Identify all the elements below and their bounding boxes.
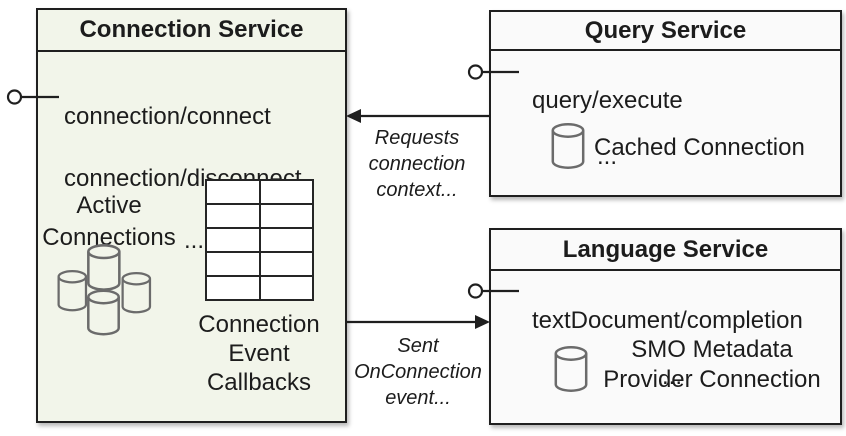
connection-service-title: Connection Service	[38, 10, 345, 52]
connection-service-box: Connection Service connection/connect co…	[36, 8, 347, 423]
language-service-box: Language Service textDocument/completion…	[489, 228, 842, 425]
callback-table-cell	[260, 181, 312, 203]
callback-table-cell	[260, 229, 312, 251]
query-service-title: Query Service	[491, 12, 840, 51]
cached-connection-label: Cached Connection	[594, 134, 805, 161]
query-service-interface-lollipop	[467, 64, 519, 80]
smo-metadata-cylinder-icon	[554, 346, 588, 392]
requests-connection-context-arrow	[346, 109, 491, 123]
language-service-interface-lollipop	[467, 283, 519, 299]
callback-table-cell	[207, 277, 259, 299]
callback-table-cell	[260, 205, 312, 227]
query-methods-ellipsis: ...	[596, 143, 617, 170]
active-connections-cylinders-icon	[57, 244, 152, 336]
callback-table-cell	[260, 253, 312, 275]
methods-ellipsis: ...	[183, 227, 204, 254]
language-methods-ellipsis: ...	[661, 363, 682, 390]
query-service-box: Query Service query/execute ... Cached C…	[489, 10, 842, 197]
smo-metadata-provider-label: SMO Metadata Provider Connection	[603, 336, 821, 393]
query-service-methods: query/execute ...	[532, 59, 732, 199]
callback-table-cell	[260, 277, 312, 299]
language-service-title: Language Service	[491, 230, 840, 271]
method-query-execute: query/execute	[532, 87, 683, 114]
connection-service-methods: connection/connect connection/disconnect…	[64, 70, 354, 287]
connection-service-interface-lollipop	[6, 89, 59, 105]
callback-table-cell	[207, 181, 259, 203]
sent-onconnection-event-label: Sent OnConnection event...	[354, 335, 482, 409]
requests-connection-context-label: Requests connection context...	[368, 127, 466, 201]
callback-table	[205, 179, 314, 301]
callback-table-cell	[207, 205, 259, 227]
callback-table-cell	[207, 253, 259, 275]
connection-event-callbacks-label: Connection Event Callbacks	[198, 311, 320, 396]
callback-table-cell	[207, 229, 259, 251]
language-service-methods: textDocument/completion ...	[532, 279, 832, 419]
cached-connection-cylinder-icon	[551, 123, 585, 169]
method-connection-connect: connection/connect	[64, 103, 271, 130]
method-textdocument-completion: textDocument/completion	[532, 307, 803, 334]
sent-onconnection-event-arrow	[345, 315, 490, 329]
